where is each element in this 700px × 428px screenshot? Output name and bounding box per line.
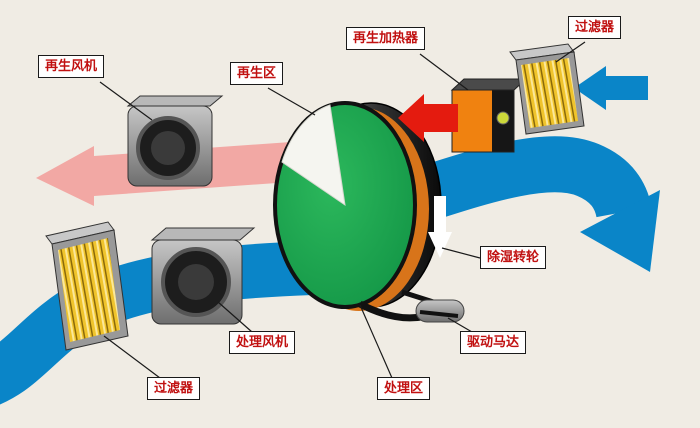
regen-fan-top-face — [126, 95, 224, 107]
label-regen-heater: 再生加热器 — [346, 27, 426, 50]
filter-bottom — [45, 221, 129, 351]
regen-heater — [450, 78, 528, 153]
leader-motor — [447, 317, 473, 333]
label-filter-top: 过滤器 — [568, 16, 622, 39]
hot-air-arrow — [398, 94, 458, 142]
heater-top-face — [450, 78, 528, 91]
leader-process-zone — [359, 304, 393, 379]
label-process-zone: 处理区 — [377, 377, 431, 400]
process-fan-top-face — [150, 227, 256, 241]
label-wheel: 除湿转轮 — [480, 246, 547, 269]
heater-front-face — [452, 90, 492, 152]
label-filter-bottom: 过滤器 — [147, 377, 201, 400]
process-fan-hub — [178, 264, 214, 300]
label-regen-fan: 再生风机 — [38, 55, 105, 78]
leader-filter-bottom — [103, 335, 161, 379]
regeneration-sector-wedge — [281, 104, 346, 207]
leader-regen-zone — [267, 87, 316, 116]
regen-fan-hub — [151, 131, 185, 165]
label-motor: 驱动马达 — [460, 331, 527, 354]
process-fan — [150, 227, 256, 325]
regen-air-inlet-arrow — [574, 66, 648, 110]
label-process-fan: 处理风机 — [229, 331, 296, 354]
process-air-outlet-duct — [391, 136, 652, 229]
leader-regen-fan — [99, 81, 153, 121]
heater-indicator-light — [496, 111, 510, 125]
leader-filter-top — [555, 41, 586, 63]
filter-bottom-pleats — [58, 238, 120, 342]
filter-top — [509, 43, 585, 135]
process-air-outlet-arrowhead — [580, 190, 660, 272]
leader-lines — [99, 41, 586, 379]
desiccant-wheel — [273, 101, 452, 311]
leader-process-fan — [217, 301, 253, 333]
filter-top-pleats — [521, 58, 578, 128]
wheel-rotation-arrow-icon — [428, 196, 452, 258]
drive-belt-over-roller — [419, 310, 459, 318]
leader-regen-heater — [419, 53, 469, 91]
label-regen-zone: 再生区 — [230, 62, 284, 85]
regen-fan — [126, 95, 224, 187]
leader-wheel — [441, 247, 481, 259]
